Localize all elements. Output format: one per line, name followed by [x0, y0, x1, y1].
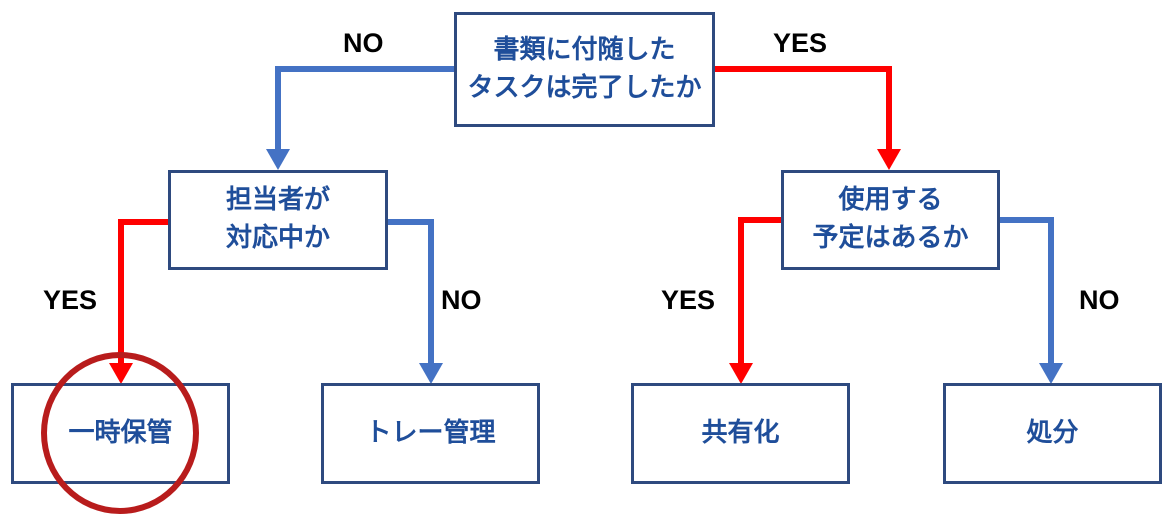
edge-right-no — [998, 217, 1063, 384]
root-decision-box: 書類に付随した タスクは完了したか — [454, 12, 715, 127]
edge-root-yes — [713, 66, 901, 170]
edge-label-root-no: NO — [343, 28, 384, 58]
edge-right-yes — [729, 217, 782, 384]
outcome-disposal-label: 処分 — [1026, 417, 1079, 448]
right-decision-line1: 使用する — [838, 185, 943, 216]
outcome-tray-management: トレー管理 — [321, 383, 540, 484]
edge-label-left-no: NO — [441, 285, 482, 315]
edge-root-no — [266, 66, 455, 170]
edge-label-left-yes: YES — [43, 285, 98, 315]
outcome-sharing: 共有化 — [631, 383, 850, 484]
outcome-sharing-label: 共有化 — [701, 417, 780, 448]
edge-left-no — [386, 219, 443, 384]
left-decision-line2: 対応中か — [225, 223, 330, 253]
root-decision-line1: 書類に付随した — [493, 34, 676, 65]
highlight-circle — [41, 352, 199, 514]
root-decision-line2: タスクは完了したか — [467, 72, 702, 103]
left-decision-line1: 担当者が — [225, 185, 330, 216]
left-decision-box: 担当者が 対応中か — [168, 170, 388, 270]
right-decision-box: 使用する 予定はあるか — [781, 170, 1000, 270]
edge-label-right-no: NO — [1079, 285, 1120, 315]
right-decision-line2: 予定はあるか — [812, 223, 969, 253]
outcome-tray-management-label: トレー管理 — [365, 417, 496, 448]
edge-label-right-yes: YES — [661, 285, 716, 315]
edge-label-root-yes: YES — [773, 28, 828, 58]
outcome-disposal: 処分 — [943, 383, 1162, 484]
